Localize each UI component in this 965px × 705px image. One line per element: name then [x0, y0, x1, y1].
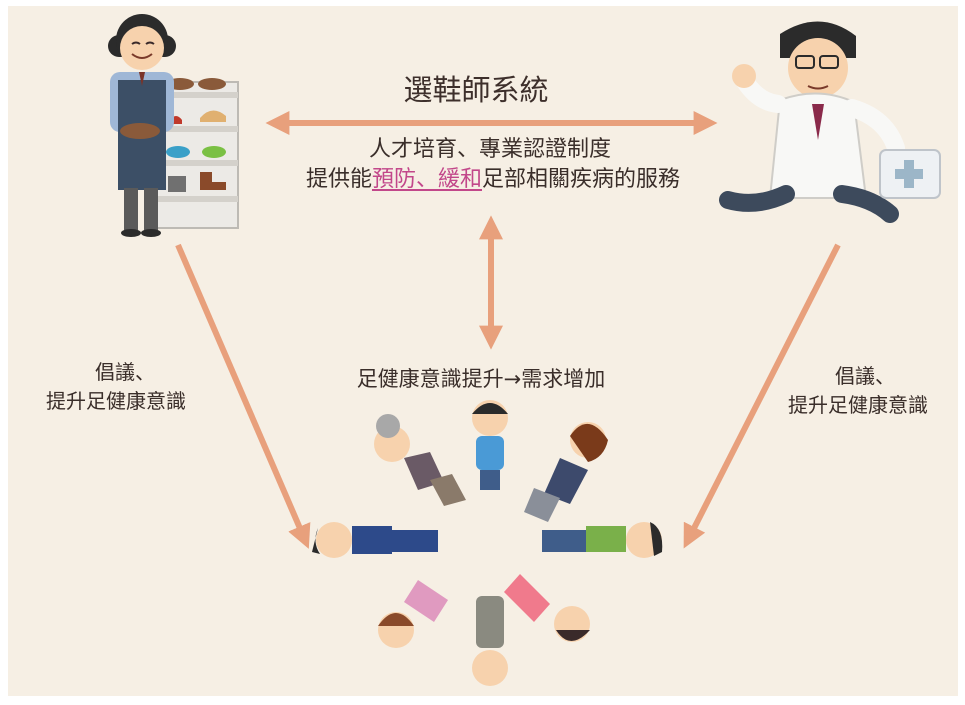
center-label: 足健康意識提升→需求增加 — [356, 367, 606, 391]
right-label-line2: 提升足健康意識 — [788, 393, 928, 417]
description-highlight: 預防、緩和 — [371, 167, 482, 192]
system-title: 選鞋師系統 — [403, 73, 549, 107]
arrow-seller-people — [175, 243, 311, 549]
description-line1: 人才培育、專業認證制度 — [368, 137, 611, 162]
arrow-doctor-people — [683, 243, 841, 549]
description-line2: 提供能預防、緩和足部相關疾病的服務 — [256, 167, 730, 192]
doctor-illustration — [719, 21, 941, 223]
right-label-line1: 倡議、 — [835, 364, 895, 388]
description-line2-after: 足部相關疾病的服務 — [482, 167, 681, 192]
description-line2-before: 提供能 — [305, 167, 372, 192]
shoe-seller-illustration — [108, 14, 239, 237]
left-label-line1: 倡議、 — [95, 360, 155, 384]
people-circle-illustration — [312, 400, 663, 686]
left-label-line2: 提升足健康意識 — [46, 389, 186, 413]
